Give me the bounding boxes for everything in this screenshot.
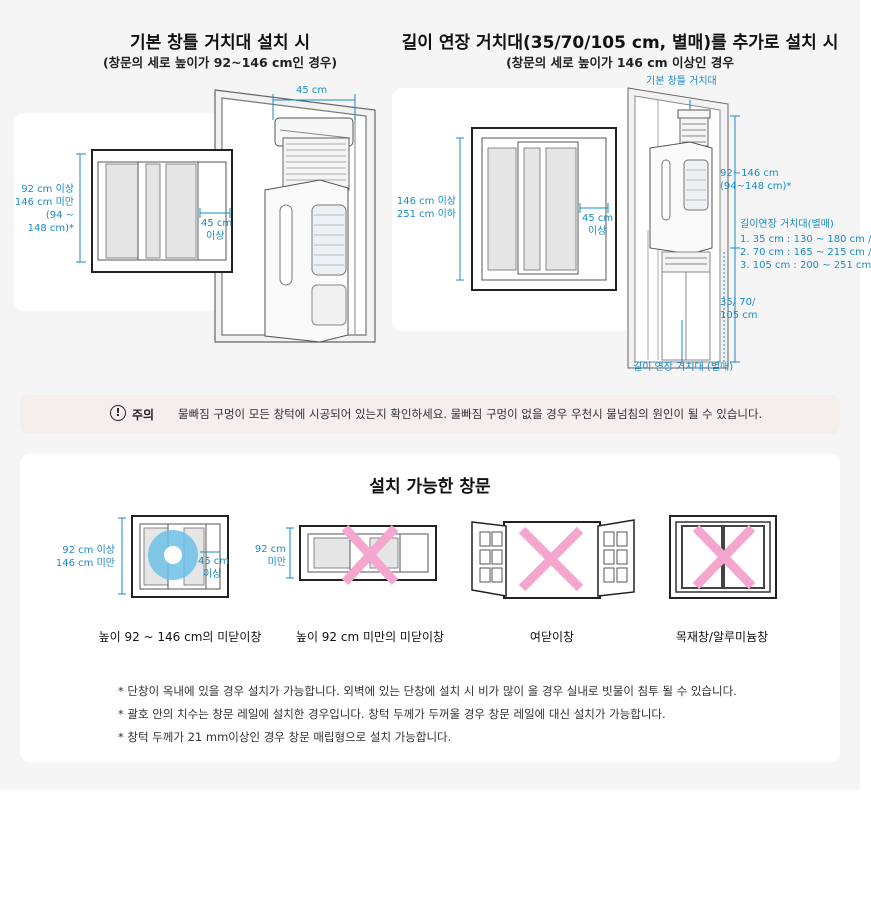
caution-label: 주의 <box>132 408 155 422</box>
ext-gap-label-2: 이상 <box>588 226 607 237</box>
ext-length-label-2: 105 cm <box>720 310 758 321</box>
installable-windows-title: 설치 가능한 창문 <box>369 477 491 497</box>
ext-bottom-label: 길이 연장 거치대 (별매) <box>633 362 734 373</box>
casement-window-ng-illustration <box>471 519 635 599</box>
basic-mount-pointer-label: 기본 창틀 거치대 <box>646 76 717 87</box>
installable-windows-illustrations <box>118 515 777 599</box>
item1-height-label-1: 92 cm 이상 <box>62 545 115 556</box>
basic-mount-title: 기본 창틀 거치대 설치 시 <box>129 33 311 53</box>
exclamation-icon: ! <box>110 405 126 421</box>
caption-sliding-under-92: 높이 92 cm 미만의 미닫이창 <box>295 630 445 644</box>
caution-text: 물빠짐 구멍이 모든 창턱에 시공되어 있는지 확인하세요. 물빠짐 구멍이 없… <box>178 407 763 421</box>
item1-height-label-2: 146 cm 미만 <box>55 558 115 569</box>
ext-range-label-1: 92~146 cm <box>720 168 779 179</box>
width-dimension <box>272 94 356 120</box>
short-window-ng-illustration <box>286 524 437 586</box>
note-2: * 괄호 안의 치수는 창문 레일에 설치한 경우입니다. 창턱 두께가 두꺼울… <box>118 707 666 721</box>
extension-panels <box>661 251 711 361</box>
ext-gap-dimension <box>579 203 609 213</box>
item1-gap-label-2: 이상 <box>203 569 222 580</box>
sliding-window-ok-illustration <box>118 515 229 598</box>
basic-mount-subtitle: (창문의 세로 높이가 92~146 cm인 경우) <box>102 55 338 70</box>
ext-front-window <box>471 127 617 291</box>
item1-gap-label-1: 45 cm <box>198 556 230 567</box>
basic-height-label-2: 146 cm 미만 <box>14 197 74 208</box>
ext-option-title: 길이연장 거치대(별매) <box>740 219 834 230</box>
basic-gap-label-2: 이상 <box>206 231 225 242</box>
installable-windows-card <box>20 454 840 762</box>
note-1: * 단창이 옥내에 있을 경우 설치가 가능합니다. 외벽에 있는 단창에 설치… <box>118 684 737 698</box>
ext-option-3: 3. 105 cm : 200 ~ 251 cm <box>740 260 871 271</box>
ext-option-1: 1. 35 cm : 130 ~ 180 cm / <box>740 234 871 245</box>
extension-mount-illustration <box>456 87 740 369</box>
basic-height-label-3: (94 ~ <box>45 210 74 221</box>
ext-range-dimensions <box>681 100 740 364</box>
ext-height-label-2: 251 cm 이하 <box>396 209 456 220</box>
ext-air-conditioner-unit <box>649 141 713 255</box>
item2-height-label-1: 92 cm <box>254 544 286 555</box>
ext-range-label-2: (94~148 cm)* <box>720 181 792 192</box>
basic-mount-illustration <box>76 89 376 343</box>
extension-mount-title: 길이 연장 거치대(35/70/105 cm, 별매)를 추가로 설치 시 <box>401 33 839 53</box>
ext-height-dimension <box>456 137 464 281</box>
mount-width-label: 45 cm <box>296 85 328 96</box>
basic-height-label-1: 92 cm 이상 <box>21 184 74 195</box>
caption-sliding-92-146: 높이 92 ~ 146 cm의 미닫이창 <box>98 630 262 644</box>
gap-dimension <box>199 208 231 218</box>
basic-gap-label-1: 45 cm <box>201 218 233 229</box>
basic-height-label-4: 148 cm)* <box>27 223 74 234</box>
wood-aluminum-window-ng-illustration <box>669 515 777 599</box>
ext-top-mount <box>677 109 711 147</box>
ng-cross-icon <box>692 524 756 590</box>
height-dimension <box>76 153 86 263</box>
note-3: * 창턱 두께가 21 mm이상인 경우 창문 매립형으로 설치 가능합니다. <box>118 730 452 744</box>
item2-height-label-2: 미만 <box>267 557 286 568</box>
front-window <box>91 149 233 273</box>
ext-option-2: 2. 70 cm : 165 ~ 215 cm / <box>740 247 871 258</box>
caution-notice: ! 주의 물빠짐 구멍이 모든 창턱에 시공되어 있는지 확인하세요. 물빠짐 … <box>20 395 840 434</box>
ext-length-label-1: 35/ 70/ <box>720 297 756 308</box>
caption-casement: 여닫이창 <box>529 630 575 644</box>
caption-wood-aluminum: 목재창/알루미늄창 <box>675 630 769 644</box>
extension-mount-subtitle: (창문의 세로 높이가 146 cm 이상인 경우 <box>506 55 734 70</box>
air-conditioner-unit <box>264 179 349 343</box>
ext-height-label-1: 146 cm 이상 <box>396 196 456 207</box>
ng-cross-icon <box>518 526 584 592</box>
ext-gap-label-1: 45 cm <box>582 213 614 224</box>
ng-cross-icon <box>341 524 399 586</box>
